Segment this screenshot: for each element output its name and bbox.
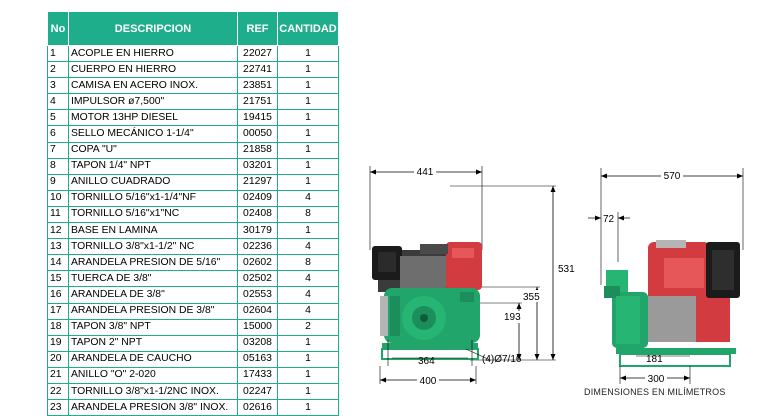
side-base-inner-label: 181 (646, 354, 663, 365)
side-base-width-label: 300 (648, 374, 665, 385)
front-height-outlet-label: 355 (523, 292, 540, 303)
header-quantity: CANTIDAD (277, 11, 339, 46)
header-ref: REF (237, 11, 278, 46)
side-view: 570 72 181 300 (588, 168, 744, 385)
front-base-inner-label: 364 (418, 356, 435, 367)
cell-quantity: 1 (277, 44, 339, 63)
front-base-width-label: 400 (420, 376, 437, 387)
table-header-row: No DESCRIPCION REF CANTIDAD (47, 11, 339, 46)
header-no: No (47, 11, 69, 46)
front-holes-label: (4)Ø7/16 (482, 354, 522, 365)
front-height-total-label: 531 (558, 264, 575, 275)
side-width-label: 570 (664, 171, 681, 182)
front-width-label: 441 (417, 167, 434, 178)
side-offset-label: 72 (603, 214, 615, 225)
dimensions-note: DIMENSIONES EN MILÍMETROS (584, 387, 726, 397)
front-view: 441 531 355 193 (369, 165, 575, 387)
front-height-inlet-label: 193 (504, 312, 521, 323)
